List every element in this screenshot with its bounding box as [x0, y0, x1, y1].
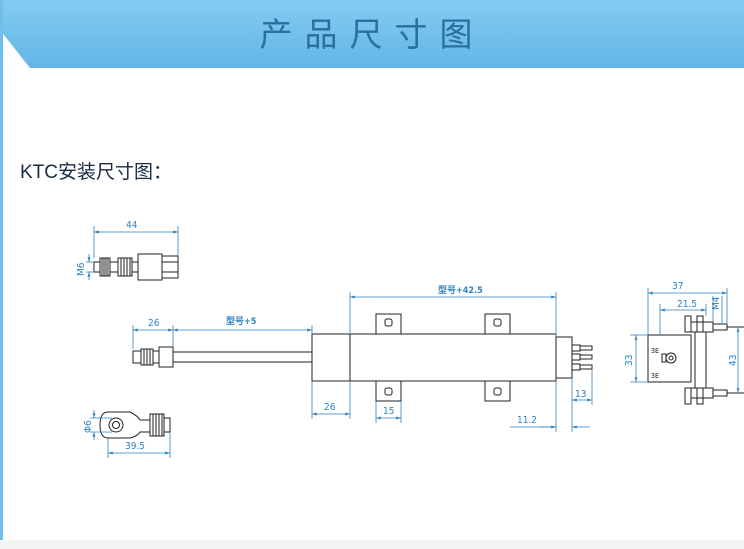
- label-body-start: 26: [324, 402, 336, 413]
- dim-bracket-width: [375, 401, 402, 423]
- section-heading: KTC安装尺寸图：: [20, 162, 173, 183]
- label-eye-length: 39.5: [125, 441, 145, 452]
- dim-side-total-width: [647, 288, 728, 335]
- page-title: 产品尺寸图: [259, 15, 485, 54]
- dim-eye-length: [107, 432, 171, 458]
- actuator-body: [132, 313, 593, 402]
- label-rod-end-length: 44: [126, 220, 138, 231]
- label-side-total-width: 37: [672, 281, 683, 292]
- dim-body-start: [311, 381, 351, 419]
- dim-side-thread: [712, 296, 723, 324]
- label-body-length: 型号+42.5: [438, 284, 483, 296]
- label-connector-width: 13: [575, 389, 586, 400]
- dim-side-body-height: [630, 334, 648, 383]
- eye-end-part: [99, 411, 171, 439]
- label-connector-offset: 11.2: [517, 415, 537, 426]
- label-rod-end-thread: M6: [76, 262, 87, 276]
- dim-connector-width: [572, 370, 593, 405]
- banner-shape: [0, 0, 744, 68]
- label-eye-hole: Φ6: [83, 420, 94, 433]
- side-view-part: [647, 315, 744, 405]
- side-view-marking: 3E: [651, 347, 659, 355]
- dim-side-inner-width: [659, 304, 707, 335]
- header-banner: 产品尺寸图: [0, 0, 744, 68]
- dim-body-length: [349, 292, 557, 337]
- label-rod-offset: 26: [148, 318, 160, 329]
- dim-connector-offset: [510, 378, 590, 432]
- dim-rod-end-length: [93, 226, 179, 258]
- dim-rod-end-thread: [86, 254, 94, 280]
- left-edge-strip: [0, 0, 3, 549]
- dim-eye-hole: [90, 410, 112, 440]
- side-view-marking-2: 3E: [651, 372, 659, 380]
- label-side-inner-width: 21.5: [677, 299, 697, 310]
- rod-end-part: [93, 253, 179, 281]
- label-stroke: 型号+5: [226, 315, 257, 327]
- label-bracket-width: 15: [383, 406, 394, 417]
- label-side-total-height: 43: [728, 355, 739, 366]
- label-side-thread: M4: [711, 296, 722, 310]
- bottom-strip: [0, 540, 744, 549]
- dim-stroke: [132, 325, 313, 349]
- label-side-body-height: 33: [624, 355, 635, 366]
